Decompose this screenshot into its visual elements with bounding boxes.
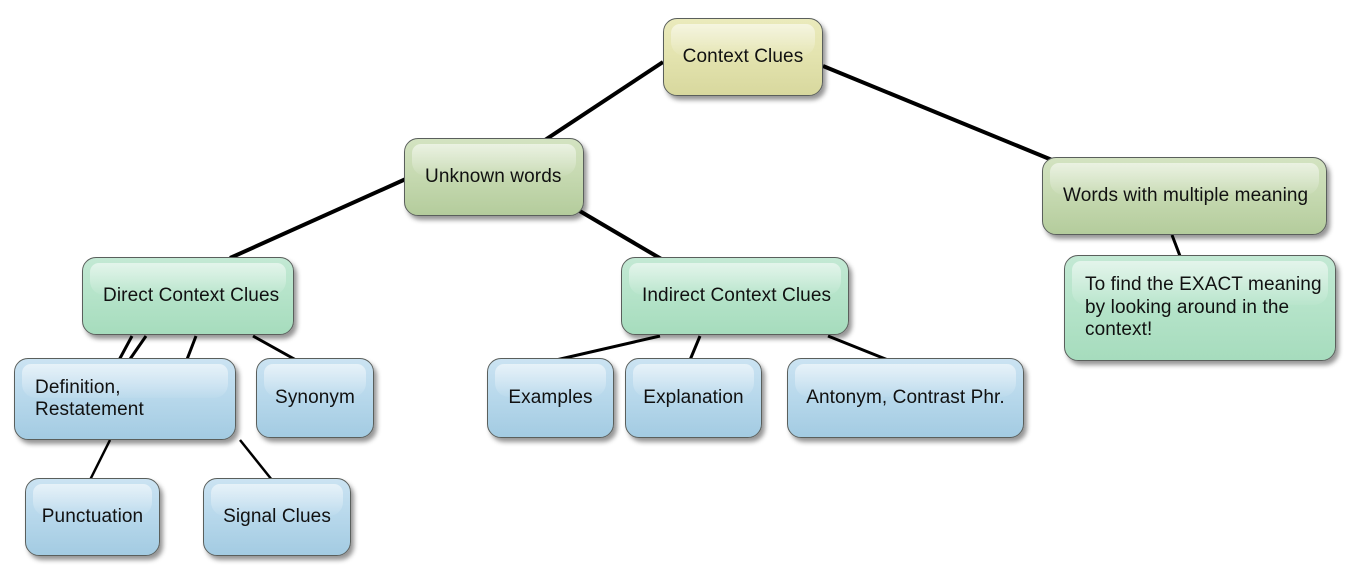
connector-root-to-multiple	[822, 64, 1053, 162]
node-label-root: Context Clues	[682, 45, 804, 67]
node-label-punctuation: Punctuation	[41, 505, 144, 527]
node-definition[interactable]: Definition, Restatement	[14, 358, 236, 440]
connector-multiple-to-exact	[1170, 234, 1182, 257]
node-label-synonym: Synonym	[275, 386, 355, 408]
connector-unknown-to-indirect	[576, 208, 665, 262]
node-root[interactable]: Context Clues	[663, 18, 823, 96]
node-direct[interactable]: Direct Context Clues	[82, 257, 294, 335]
node-label-examples: Examples	[508, 386, 593, 408]
node-examples[interactable]: Examples	[487, 358, 614, 438]
node-label-antonym: Antonym, Contrast Phr.	[806, 386, 1005, 408]
node-surface-root: Context Clues	[664, 19, 822, 95]
node-label-unknown: Unknown words	[425, 165, 562, 187]
node-synonym[interactable]: Synonym	[256, 358, 374, 438]
connector-direct-to-signal	[184, 335, 198, 363]
node-surface-examples: Examples	[488, 359, 613, 437]
node-surface-exact: To find the EXACT meaning by looking aro…	[1065, 256, 1335, 360]
node-label-multiple: Words with multiple meaning	[1063, 184, 1309, 206]
node-exact[interactable]: To find the EXACT meaning by looking aro…	[1064, 255, 1336, 361]
connector-direct-to-punctuation	[126, 335, 148, 363]
connector-direct-to-definition	[116, 335, 134, 363]
connector-indirect-to-explanation	[688, 335, 702, 361]
node-punctuation[interactable]: Punctuation	[25, 478, 160, 556]
connector-indirect-to-antonym	[827, 334, 889, 362]
node-label-exact: To find the EXACT meaning by looking aro…	[1085, 274, 1322, 341]
node-surface-antonym: Antonym, Contrast Phr.	[788, 359, 1023, 437]
node-label-direct: Direct Context Clues	[103, 284, 280, 306]
node-surface-unknown: Unknown words	[405, 139, 583, 215]
connector-definition-to-signal	[239, 439, 273, 481]
node-label-explanation: Explanation	[643, 386, 744, 408]
connector-indirect-to-examples	[555, 334, 661, 362]
node-label-definition: Definition, Restatement	[35, 376, 144, 420]
node-surface-explanation: Explanation	[626, 359, 761, 437]
node-indirect[interactable]: Indirect Context Clues	[621, 257, 849, 335]
node-surface-direct: Direct Context Clues	[83, 258, 293, 334]
node-surface-multiple: Words with multiple meaning	[1043, 158, 1326, 234]
node-label-indirect: Indirect Context Clues	[642, 284, 832, 306]
node-label-signal: Signal Clues	[223, 505, 331, 527]
node-surface-signal: Signal Clues	[204, 479, 350, 555]
node-signal[interactable]: Signal Clues	[203, 478, 351, 556]
node-antonym[interactable]: Antonym, Contrast Phr.	[787, 358, 1024, 438]
node-surface-punctuation: Punctuation	[26, 479, 159, 555]
node-surface-definition: Definition, Restatement	[15, 359, 235, 439]
node-surface-indirect: Indirect Context Clues	[622, 258, 848, 334]
node-explanation[interactable]: Explanation	[625, 358, 762, 438]
node-multiple[interactable]: Words with multiple meaning	[1042, 157, 1327, 235]
connector-direct-to-synonym	[252, 334, 297, 362]
connector-unknown-to-direct	[229, 176, 409, 260]
node-surface-synonym: Synonym	[257, 359, 373, 437]
connector-root-to-unknown	[543, 60, 665, 142]
connector-definition-to-punctuation	[88, 439, 112, 481]
node-unknown[interactable]: Unknown words	[404, 138, 584, 216]
